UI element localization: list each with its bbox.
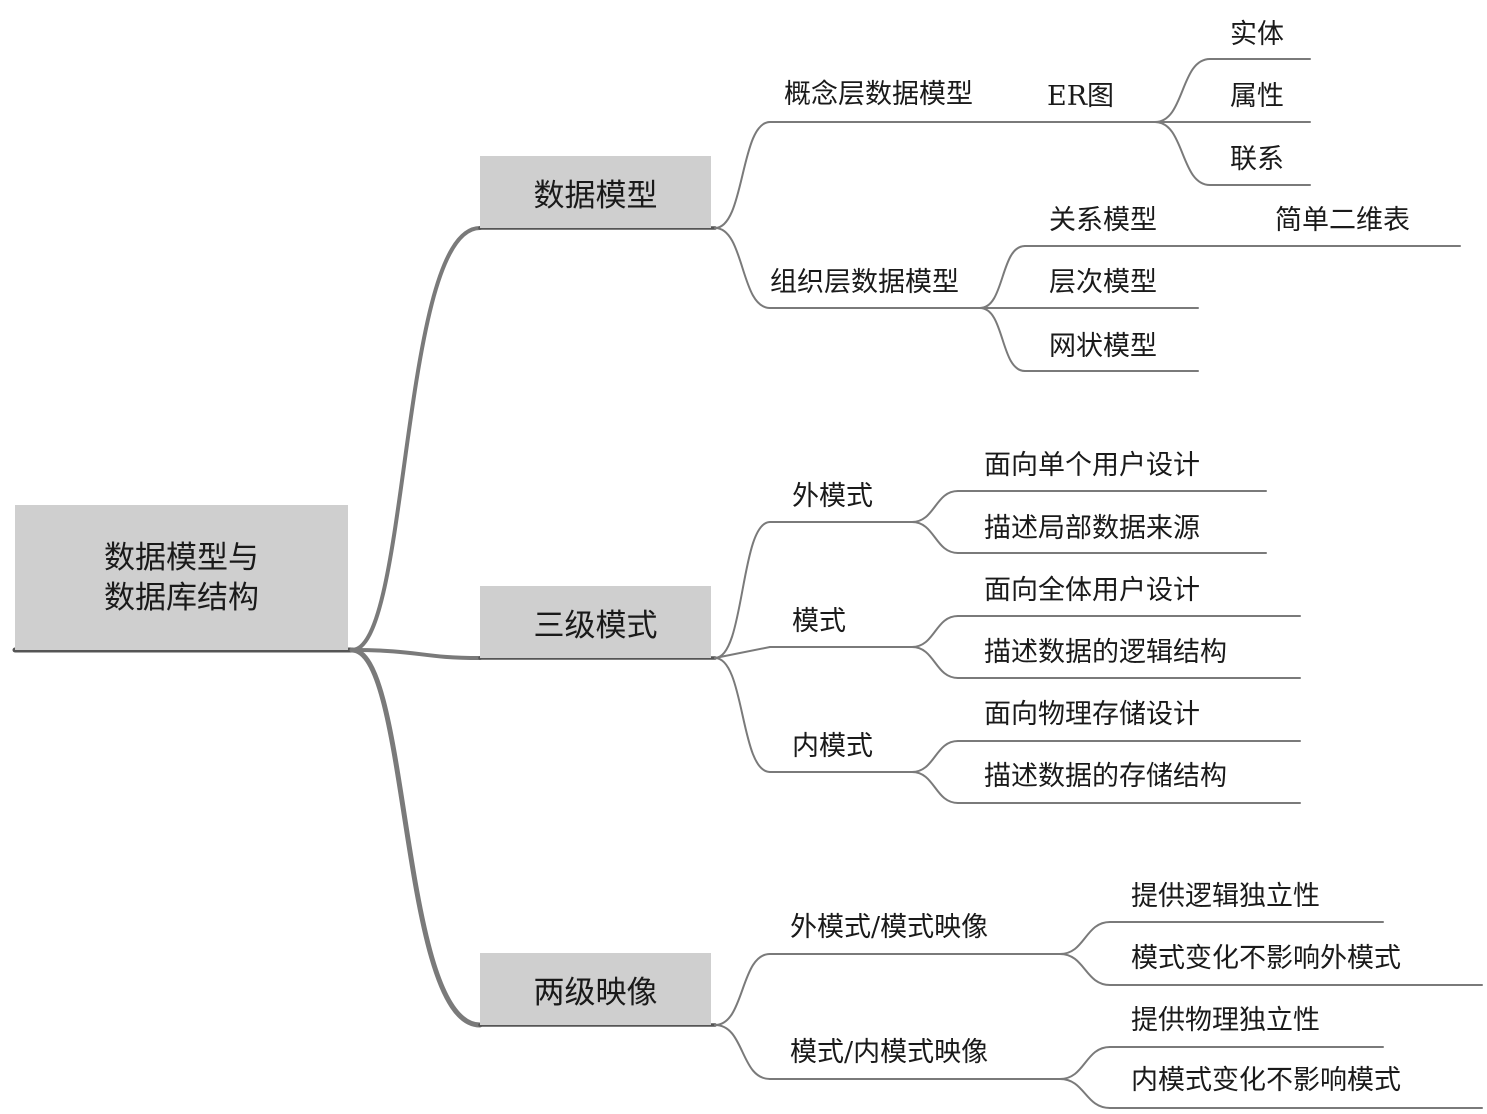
label-entity: 实体 (1230, 19, 1284, 50)
label-organizational-model: 组织层数据模型 (770, 267, 959, 298)
label-internal-schema: 内模式 (792, 731, 873, 762)
root-label-line2: 数据库结构 (104, 579, 259, 616)
label-int-map-item-1: 提供物理独立性 (1131, 1005, 1320, 1036)
label-int-map-item-2: 内模式变化不影响模式 (1131, 1065, 1401, 1096)
label-schema-item-1: 面向全体用户设计 (984, 575, 1200, 606)
label-ext-item-1: 面向单个用户设计 (984, 450, 1200, 481)
node-three-schema: 三级模式 (480, 586, 711, 658)
label-relationship: 联系 (1230, 144, 1284, 175)
label-network-model: 网状模型 (1049, 331, 1157, 362)
label-hierarchical-model: 层次模型 (1049, 267, 1157, 298)
label-relational-model: 关系模型 (1049, 205, 1157, 236)
label-schema-int-mapping: 模式/内模式映像 (790, 1037, 989, 1068)
label-ext-schema-mapping: 外模式/模式映像 (790, 912, 989, 943)
label-ext-map-item-1: 提供逻辑独立性 (1131, 881, 1320, 912)
node-two-mappings: 两级映像 (480, 953, 711, 1025)
connector-root-data-model (350, 226, 482, 652)
label-external-schema: 外模式 (792, 481, 873, 512)
node-data-model: 数据模型 (480, 156, 711, 228)
connector-root-two-mappings (349, 647, 483, 1028)
label-schema: 模式 (792, 606, 846, 637)
label-simple-2d-table: 简单二维表 (1275, 205, 1410, 236)
label-int-item-1: 面向物理存储设计 (984, 699, 1200, 730)
label-schema-item-2: 描述数据的逻辑结构 (984, 637, 1227, 668)
label-conceptual-model: 概念层数据模型 (784, 79, 973, 110)
label-ext-item-2: 描述局部数据来源 (984, 513, 1200, 544)
connector-root-three-schema (350, 648, 482, 660)
root-label-line1: 数据模型与 (104, 539, 259, 576)
label-attribute: 属性 (1230, 81, 1284, 112)
label-ext-map-item-2: 模式变化不影响外模式 (1131, 943, 1401, 974)
node-data-model-label: 数据模型 (533, 177, 658, 214)
label-er-diagram: ER图 (1047, 81, 1115, 112)
node-two-mappings-label: 两级映像 (533, 974, 658, 1011)
label-int-item-2: 描述数据的存储结构 (984, 761, 1227, 792)
node-three-schema-label: 三级模式 (533, 607, 658, 644)
root-node: 数据模型与 数据库结构 (15, 505, 348, 650)
